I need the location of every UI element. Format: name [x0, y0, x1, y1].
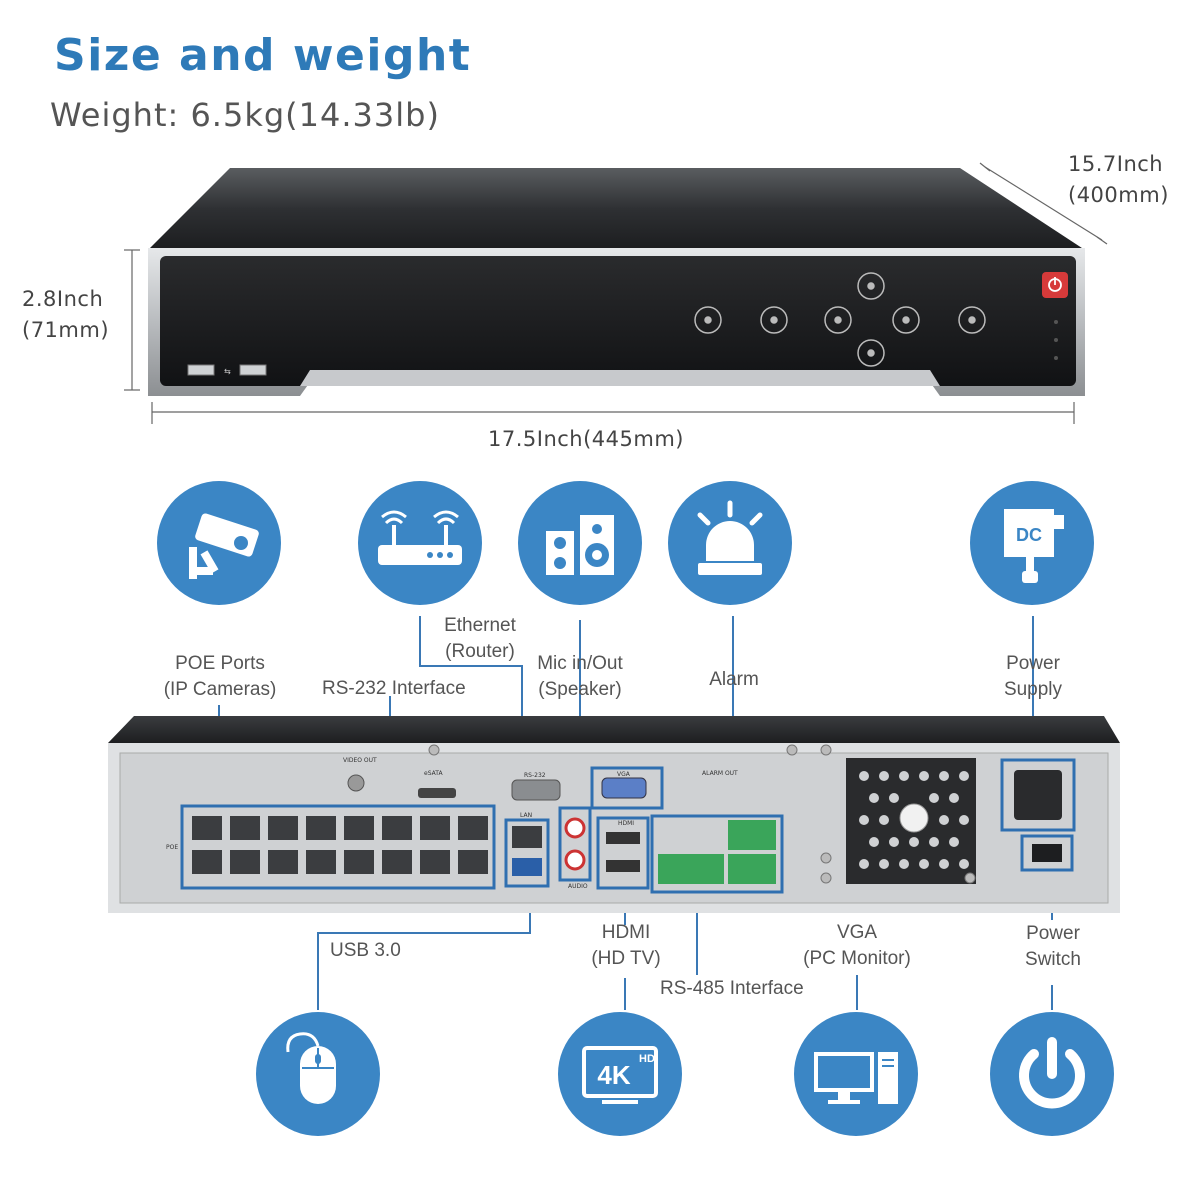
- dc-text: DC: [1016, 525, 1042, 545]
- width-label: 17.5Inch(445mm): [488, 427, 684, 451]
- fourk-text: 4K: [597, 1060, 630, 1090]
- height-mm-label: (71mm): [22, 318, 110, 342]
- panel-audio: AUDIO: [568, 883, 588, 890]
- panel-lan: LAN: [520, 812, 533, 819]
- nvr-rear-view: [108, 716, 1120, 913]
- mic-label: Mic in/Out (Speaker): [537, 653, 623, 700]
- dc-power-icon: DC: [970, 481, 1094, 605]
- ethernet-label: Ethernet (Router): [444, 615, 516, 662]
- hdmi-label: HDMI (HD TV): [591, 922, 661, 969]
- router-icon: [358, 481, 482, 605]
- rs232-label: RS-232 Interface: [322, 678, 466, 699]
- alarm-label: Alarm: [709, 669, 759, 690]
- power-switch-icon: [990, 1012, 1114, 1136]
- depth-mm-label: (400mm): [1068, 183, 1169, 207]
- hd-tv-4k-icon: 4K HD: [558, 1012, 682, 1136]
- dimension-lines: [124, 162, 1108, 424]
- panel-vga: VGA: [617, 771, 630, 778]
- power-supply-label: Power Supply: [1003, 653, 1063, 700]
- hd-text: HD: [639, 1053, 655, 1065]
- mouse-icon: [256, 1012, 380, 1136]
- pc-monitor-icon: [794, 1012, 918, 1136]
- height-inch-label: 2.8Inch: [22, 287, 104, 311]
- panel-video-out: VIDEO OUT: [343, 757, 377, 764]
- rs485-label: RS-485 Interface: [660, 978, 804, 999]
- power-switch-label: Power Switch: [1025, 923, 1081, 970]
- panel-alarm-out: ALARM OUT: [702, 770, 738, 777]
- weight-text: Weight: 6.5kg(14.33lb): [50, 96, 440, 134]
- panel-poe: POE: [166, 844, 179, 851]
- svg-text:⇆: ⇆: [224, 367, 231, 376]
- panel-hdmi: HDMI: [618, 820, 635, 827]
- speaker-icon: [518, 481, 642, 605]
- usb-label: USB 3.0: [330, 940, 401, 961]
- depth-inch-label: 15.7Inch: [1068, 152, 1164, 176]
- vga-label: VGA (PC Monitor): [803, 922, 911, 969]
- nvr-front-view: ⇆: [148, 168, 1085, 396]
- poe-label: POE Ports (IP Cameras): [163, 653, 277, 700]
- alarm-icon: [668, 481, 792, 605]
- panel-rs232: RS-232: [524, 772, 546, 779]
- camera-icon: [157, 481, 281, 605]
- page-title: Size and weight: [54, 30, 472, 81]
- panel-esata: eSATA: [424, 770, 443, 777]
